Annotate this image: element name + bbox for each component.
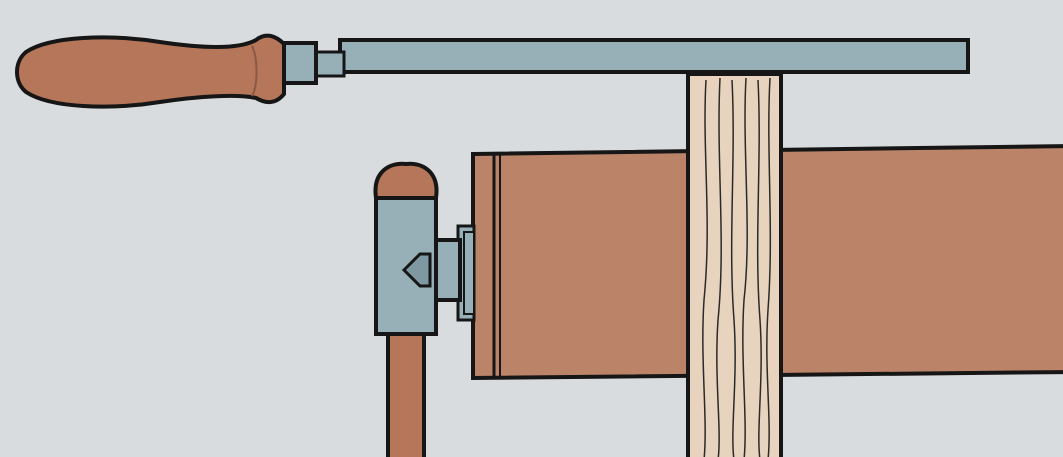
file-tool [15,33,970,109]
bench-clamp [373,161,462,336]
clamp-post [386,332,426,457]
steel-blade [338,38,970,74]
wooden-handle [15,33,286,109]
vertical-board [686,72,783,457]
